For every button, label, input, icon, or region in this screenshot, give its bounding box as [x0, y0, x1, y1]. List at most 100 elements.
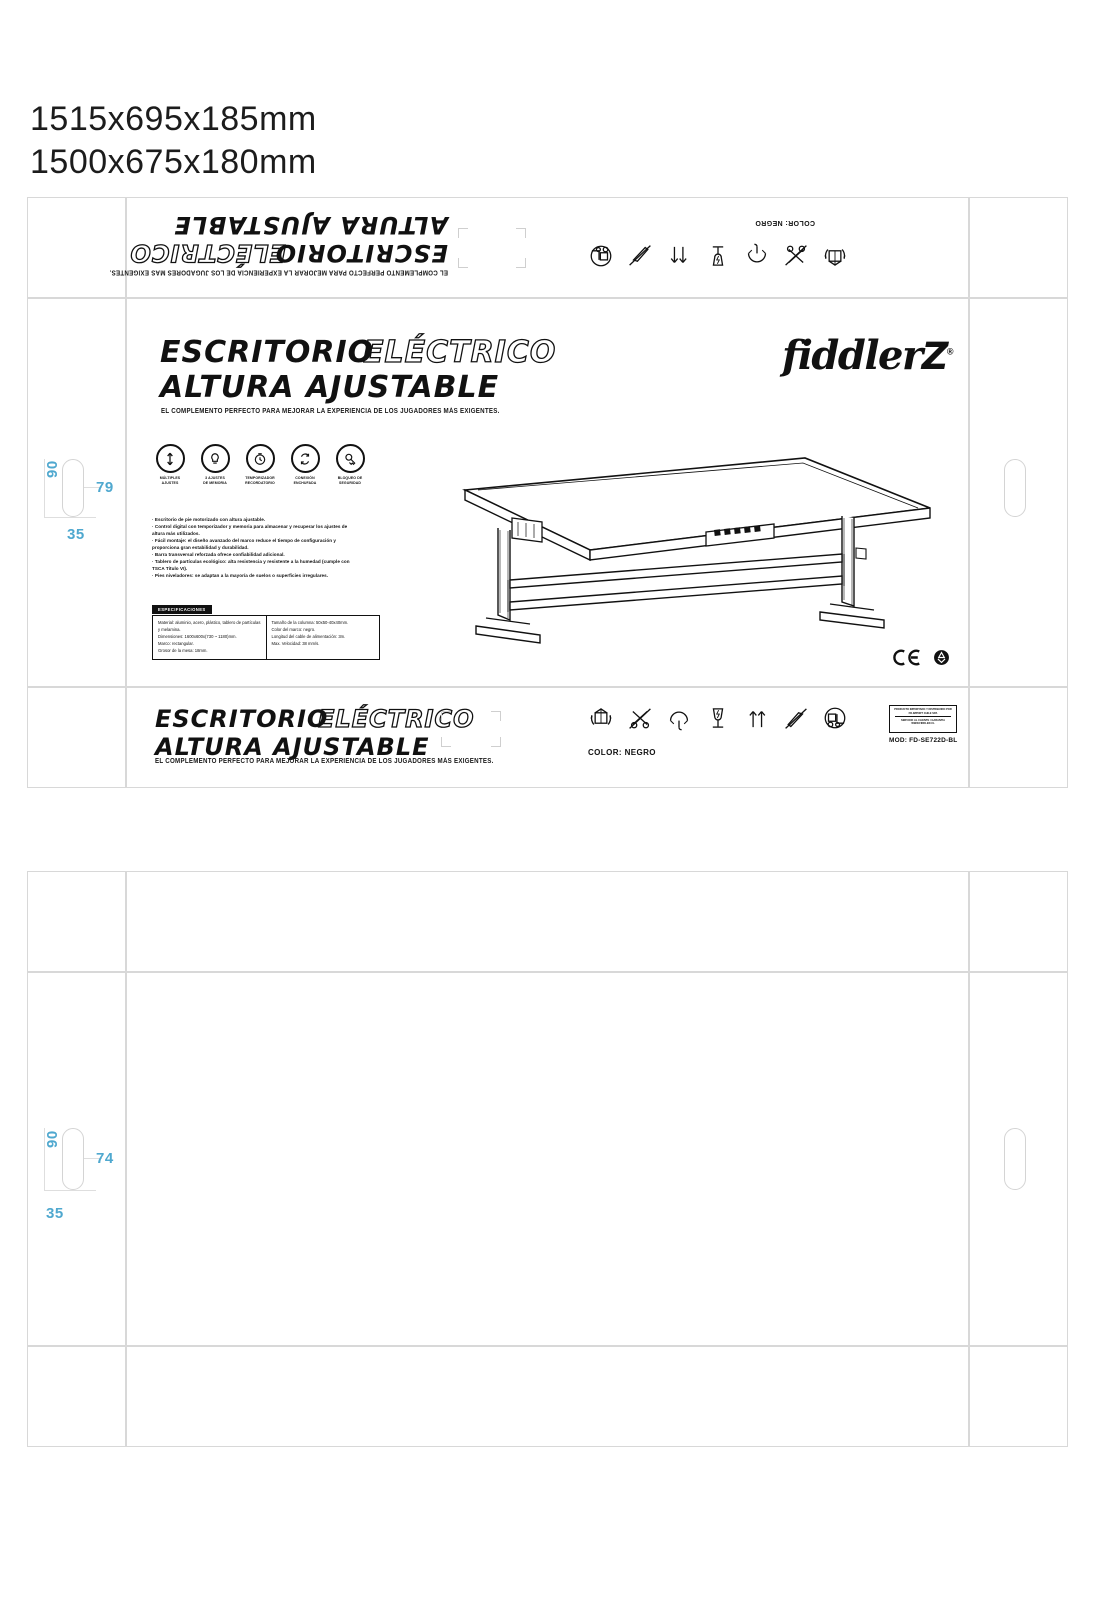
handle-cutout-left-bottom: [62, 1128, 84, 1190]
brand-logo-registered: ®: [946, 346, 954, 357]
bottom-flap-handling-icons: [588, 705, 848, 731]
feature-caption-line1: MÚLTIPLES: [159, 476, 181, 480]
headline-line2: ALTURA AJUSTABLE: [160, 370, 500, 405]
dieline-right-side-panel: [969, 298, 1068, 687]
timer-icon: [245, 444, 275, 473]
feature-bullet-list: · Escritorio de pie motorizado con altur…: [152, 517, 357, 580]
dieline2-right-side-panel: [969, 972, 1068, 1346]
package-dimensions: 1515x695x185mm 1500x675x180mm: [30, 98, 317, 183]
feature-caption-line2: ENCHUFADA: [293, 480, 317, 485]
top-flap-headline-line1: ESCRITORIO: [274, 239, 448, 267]
dieline2-left-side-panel: [27, 972, 126, 1346]
registration-mark-bottom-bl: [441, 737, 451, 747]
no-knife-icon: [629, 245, 651, 266]
dimension-line-bottom-bottom: [44, 1190, 96, 1191]
bullet-item: · Escritorio de pie motorizado con altur…: [152, 517, 266, 522]
spec-title: ESPECIFICACIONES: [152, 605, 212, 614]
registration-mark-br: [516, 258, 526, 268]
spec-row: Max. Velocidad: 38 mm/s.: [271, 640, 320, 646]
dieline2-top-left-flap: [27, 871, 126, 972]
legal-line-2: FD-IMPORT CHILE SPA: [908, 711, 938, 715]
dieline-top-right-flap: [969, 197, 1068, 298]
brand-logo-mark: Z: [921, 335, 949, 378]
fragile-icon: [712, 708, 724, 728]
bottom-flap-headline-line1: ESCRITORIO: [155, 705, 329, 733]
fragile-icon: [712, 246, 724, 266]
die-dim-width-right-top: 79: [96, 479, 114, 496]
die-dim-height-top: 90: [44, 460, 61, 478]
registration-mark-bottom-tl: [441, 711, 451, 721]
plug-icon: [290, 444, 320, 473]
spec-column-right: Tamaño de la columna: 50x50-40x40mm. Col…: [267, 616, 380, 659]
feature-caption-line2: RECORDATORIO: [245, 480, 275, 485]
dieline2-back-panel: [126, 972, 969, 1346]
feature-caption-line1: BLOQUEO DE: [337, 476, 363, 480]
spec-row: Tamaño de la columna: 50x50-40x40mm.: [271, 620, 349, 625]
bullet-item: · Pies niveladores: se adaptan a la mayo…: [152, 572, 329, 578]
top-flap-headline-line2: ALTURA AJUSTABLE: [173, 211, 448, 239]
brand-logo: fiddlerZ®: [782, 332, 954, 379]
feature-caption-line2: AJUSTES: [161, 480, 179, 485]
dimension-line-vertical-bottom: [44, 1128, 45, 1190]
no-knife-icon: [785, 708, 807, 729]
handle-cutout-left-top: [62, 459, 84, 517]
dieline-front-panel: [126, 298, 969, 687]
dieline-left-side-panel: [27, 298, 126, 687]
spec-row: Color del marco: negro.: [271, 626, 316, 632]
dimension-line-bottom-top: [44, 517, 96, 518]
this-way-up-icon: [749, 711, 766, 728]
legal-divider: [895, 716, 951, 718]
dieline-bottom-left-flap: [27, 687, 126, 788]
ce-mark-icon: [893, 649, 920, 666]
die-dim-height-bottom: 90: [44, 1130, 61, 1148]
memory-icon: [200, 444, 230, 473]
bullet-item: · Barra transversal reforzada ofrece con…: [152, 551, 285, 557]
desk-illustration: [462, 457, 931, 644]
feature-caption-line2: SEGURIDAD: [339, 480, 361, 485]
keep-dry-icon: [747, 243, 767, 263]
handle-cutout-right-bottom: [1004, 1128, 1026, 1190]
bullet-item: · Fácil montaje: el diseño avanzado del …: [152, 537, 337, 550]
legal-line-1: PRODUCTO IMPORTADO Y DISTRIBUIDO POR: [894, 708, 952, 711]
do-not-cut-icon: [785, 245, 807, 266]
model-number-label: MOD: FD-SE722D-BL: [889, 737, 958, 744]
dieline-bottom-right-flap: [969, 687, 1068, 788]
top-flap-headline-outline: ELÉCTRICO: [129, 238, 287, 267]
die-dim-width-bottom-bottom: 35: [46, 1205, 64, 1222]
spec-table: Material: aluminio, acero, plástico, tab…: [152, 615, 380, 660]
feature-caption-line1: CONEXIÓN: [295, 476, 315, 480]
die-dim-width-bottom-top: 35: [67, 526, 85, 543]
dieline2-top-right-flap: [969, 871, 1068, 972]
handle-cutout-right-top: [1004, 459, 1026, 517]
registration-mark-bottom-tr: [491, 711, 501, 721]
dimension-line-vertical-top: [44, 459, 45, 517]
bottom-flap-headline-line2: ALTURA AJUSTABLE: [155, 733, 430, 761]
feature-caption-line1: 3 AJUSTES: [205, 476, 225, 480]
registration-mark-bottom-br: [491, 737, 501, 747]
bottom-flap-headline-outline: ELÉCTRICO: [317, 704, 475, 733]
dieline-bottom-flap: [126, 687, 969, 788]
headline-line1-solid: ESCRITORIO: [160, 335, 375, 370]
headline-line1-outline: ELÉCTRICO: [362, 334, 557, 370]
dieline-top-left-flap: [27, 197, 126, 298]
legal-line-4: WWW.FIDDLER.CL: [911, 722, 935, 726]
lock-icon: [335, 444, 365, 473]
top-flap-artwork: EL COMPLEMENTO PERFECTO PARA MEJORAR LA …: [109, 206, 450, 278]
legal-line-3: SERVICIO AL CLIENTE / GARANTIA: [900, 718, 946, 722]
top-flap-color-label: COLOR: NEGRO: [755, 219, 816, 226]
adjust-icon: [155, 444, 185, 473]
dimension-line-right-bottom: [84, 1158, 102, 1159]
spec-row: Material: aluminio, acero, plástico, tab…: [158, 620, 261, 632]
die-dim-width-right-bottom: 74: [96, 1150, 114, 1167]
dieline2-bottom-left-flap: [27, 1346, 126, 1447]
recycle-icon: [934, 650, 949, 665]
top-flap-handling-icons: [588, 243, 848, 269]
dieline-top-flap: [126, 197, 969, 298]
spec-row: Dimensiones: 1600x600x(730 ~ 1180)mm.: [158, 633, 237, 639]
spec-row: Marco: rectangular.: [158, 640, 194, 646]
dieline2-bottom-flap: [126, 1346, 969, 1447]
